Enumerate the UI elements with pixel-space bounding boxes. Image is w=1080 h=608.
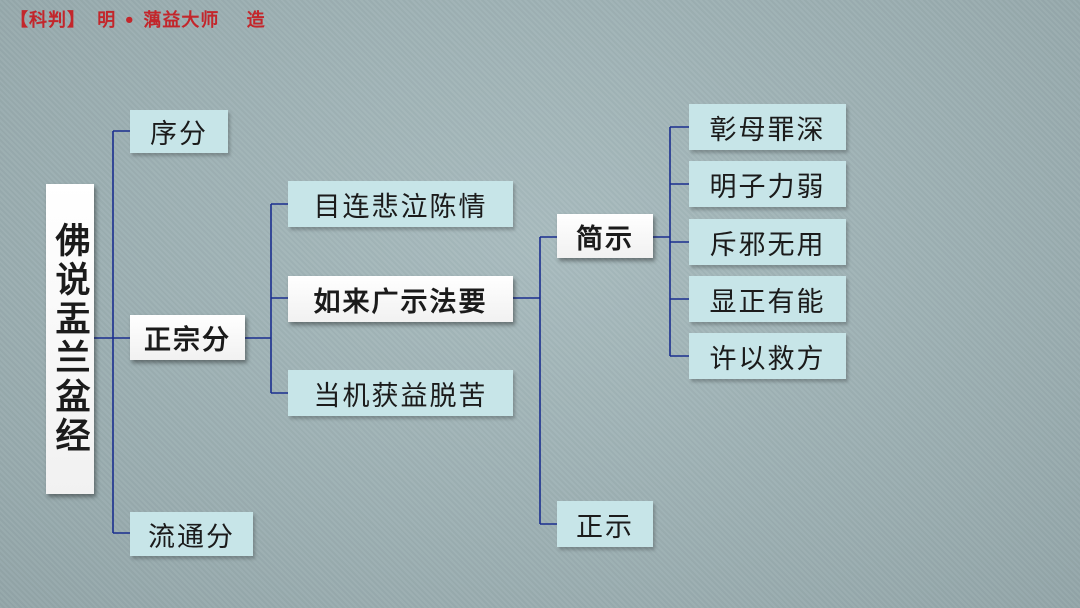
node-zhangmu: 彰母罪深 [689,104,846,150]
node-xuyi: 许以救方 [689,333,846,379]
node-xufen: 序分 [130,110,228,153]
header-author: 明 • 蕅益大师 [97,10,220,31]
node-mingzi: 明子力弱 [689,161,846,207]
header: 【科判】 明 • 蕅益大师 造 [10,6,266,34]
node-rulai: 如来广示法要 [288,276,513,322]
node-zhengzongfen: 正宗分 [130,315,245,360]
node-dangji: 当机获益脱苦 [288,370,513,416]
header-suffix: 造 [246,10,266,31]
node-zhengshi: 正示 [557,501,653,547]
root-node: 佛说盂兰盆经 [46,184,94,494]
header-category: 【科判】 [10,10,86,31]
node-jianshi: 简示 [557,214,653,258]
node-liutongfen: 流通分 [130,512,253,556]
node-chixie: 斥邪无用 [689,219,846,265]
node-xianzheng: 显正有能 [689,276,846,322]
node-mulian: 目连悲泣陈情 [288,181,513,227]
